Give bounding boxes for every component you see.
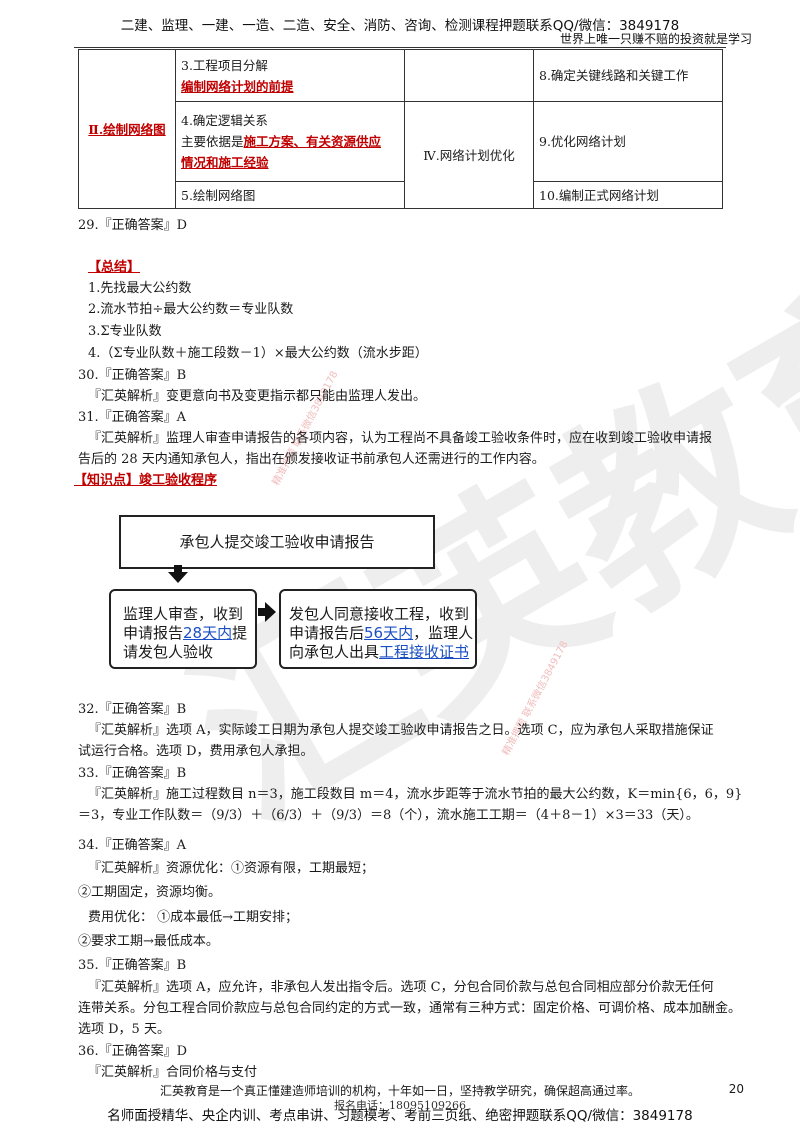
q34-analysis-line3: 费用优化： ①成本最低→工期安排； xyxy=(88,910,299,925)
step3-label: 3.工程项目分解 xyxy=(181,57,268,73)
q34-answer: 34.『正确答案』A xyxy=(78,838,187,853)
q34-analysis-line2: ②工期固定，资源均衡。 xyxy=(78,885,222,900)
step8-label: 8.确定关键线路和关键工作 xyxy=(539,68,689,83)
step3-note: 编制网络计划的前提 xyxy=(181,78,294,94)
q35-analysis-line1: 『汇英解析』选项 A，应允许，非承包人发出指令后。选项 C，分包合同价款与总包合… xyxy=(88,980,714,995)
summary-item-1: 1.先找最大公约数 xyxy=(88,281,192,296)
footer-phone: 报名电话：18095109266 xyxy=(334,1099,466,1112)
q33-analysis-line2: ＝3，专业工作队数＝（9/3）＋（6/3）＋（9/3）＝8（个），流水施工工期＝… xyxy=(78,808,699,823)
arrow-down-icon xyxy=(168,565,188,583)
step5-label: 5.绘制网络图 xyxy=(181,187,256,203)
flow-accept-certificate: 工程接收证书 xyxy=(379,643,470,661)
footer-slogan: 汇英教育是一个真正懂建造师培训的机构，十年如一日，坚持教学研究，确保超高通过率。 xyxy=(159,1084,640,1098)
page-number: 20 xyxy=(728,1082,744,1096)
q33-analysis-line1: 『汇英解析』施工过程数目 n＝3，施工段数目 m＝4，流水步距等于流水节拍的最大… xyxy=(88,787,743,802)
knowledge-point-title: 【知识点】竣工验收程序 xyxy=(74,473,218,488)
q36-analysis-line1: 『汇英解析』合同价格与支付 xyxy=(88,1065,258,1080)
q35-analysis-line2: 连带关系。分包工程合同价款应与总包合同约定的方式一致，通常有三种方式：固定价格、… xyxy=(78,1001,742,1016)
flow-accept-line1: 发包人同意接收工程，收到 xyxy=(289,605,470,623)
q32-analysis-line1: 『汇英解析』选项 A，实际竣工日期为承包人提交竣工验收申请报告之日。选项 C，应… xyxy=(88,723,714,738)
q34-analysis-line1: 『汇英解析』资源优化：①资源有限，工期最短； xyxy=(88,861,375,876)
table-cell-step8: 8.确定关键线路和关键工作 xyxy=(533,49,723,102)
step4-basis-2: 情况和施工经验 xyxy=(181,155,269,170)
q32-analysis-line2: 试运行合格。选项 D，费用承包人承担。 xyxy=(78,744,314,759)
q31-answer: 31.『正确答案』A xyxy=(78,410,187,425)
step9-label: 9.优化网络计划 xyxy=(539,134,626,149)
q29-answer: 29.『正确答案』D xyxy=(78,218,188,233)
step10-label: 10.编制正式网络计划 xyxy=(539,187,659,203)
network-plan-table: Ⅱ.绘制网络图 3.工程项目分解 编制网络计划的前提 8.确定关键线路和关键工作… xyxy=(78,49,723,209)
table-cell-step10: 10.编制正式网络计划 xyxy=(533,181,723,209)
flow-accept-deadline: 56天内 xyxy=(364,624,414,642)
table-cell-empty xyxy=(404,49,534,102)
q33-answer: 33.『正确答案』B xyxy=(78,766,187,781)
summary-item-4: 4.（Σ专业队数＋施工段数－1）×最大公约数（流水步距） xyxy=(88,346,428,361)
table-cell-step5: 5.绘制网络图 xyxy=(175,181,405,209)
flow-step-review: 监理人审查，收到 申请报告28天内提 请发包人验收 xyxy=(109,589,257,669)
header-divider xyxy=(74,47,726,48)
flow-review-line2-suffix: 提 xyxy=(232,624,248,642)
flow-step-submit-text: 承包人提交竣工验收申请报告 xyxy=(179,532,375,551)
q31-analysis-line2: 告后的 28 天内通知承包人，指出在颁发接收证书前承包人还需进行的工作内容。 xyxy=(78,452,545,467)
step4-basis-1: 施工方案、有关资源供应 xyxy=(243,134,382,149)
q31-analysis-line1: 『汇英解析』监理人审查申请报告的各项内容，认为工程尚不具备竣工验收条件时，应在收… xyxy=(88,431,713,446)
flow-accept-line2-prefix: 申请报告后 xyxy=(289,624,365,642)
q35-answer: 35.『正确答案』B xyxy=(78,958,187,973)
q32-answer: 32.『正确答案』B xyxy=(78,702,187,717)
section2-label: Ⅱ.绘制网络图 xyxy=(88,121,166,137)
table-cell-step3: 3.工程项目分解 编制网络计划的前提 xyxy=(175,49,405,102)
page-header-title: 二建、监理、一建、一造、二造、安全、消防、咨询、检测课程押题联系QQ/微信：38… xyxy=(120,18,680,34)
footer-contact: 名师面授精华、央企内训、考点串讲、习题模考、考前三页纸、绝密押题联系QQ/微信：… xyxy=(107,1108,693,1124)
q34-analysis-line4: ②要求工期→最低成本。 xyxy=(78,934,219,949)
step4-prefix: 主要依据是 xyxy=(181,134,244,149)
section4-label: Ⅳ.网络计划优化 xyxy=(423,147,515,163)
flow-accept-line3-prefix: 向承包人出具 xyxy=(289,643,380,661)
summary-title: 【总结】 xyxy=(88,260,141,275)
q30-answer: 30.『正确答案』B xyxy=(78,368,187,383)
flow-step-submit: 承包人提交竣工验收申请报告 xyxy=(119,515,435,569)
q36-answer: 36.『正确答案』D xyxy=(78,1044,188,1059)
table-cell-step9: 9.优化网络计划 xyxy=(533,101,723,182)
page-header-subtitle: 世界上唯一只赚不赔的投资就是学习 xyxy=(559,32,752,46)
step4-label: 4.确定逻辑关系 xyxy=(181,113,268,128)
q35-analysis-line3: 选项 D，5 天。 xyxy=(78,1022,170,1037)
table-cell-section4: Ⅳ.网络计划优化 xyxy=(404,101,534,209)
flow-accept-line2-suffix: ，监理人 xyxy=(413,624,474,642)
flow-review-line3: 请发包人验收 xyxy=(123,643,214,661)
table-cell-section2: Ⅱ.绘制网络图 xyxy=(78,49,176,209)
flow-review-line1: 监理人审查，收到 xyxy=(123,605,244,623)
arrow-right-icon xyxy=(258,602,276,622)
summary-item-3: 3.Σ专业队数 xyxy=(88,324,162,339)
table-cell-step4: 4.确定逻辑关系 主要依据是施工方案、有关资源供应 情况和施工经验 xyxy=(175,101,405,182)
flow-review-deadline: 28天内 xyxy=(183,624,233,642)
summary-item-2: 2.流水节拍÷最大公约数＝专业队数 xyxy=(88,302,294,317)
flow-review-line2-prefix: 申请报告 xyxy=(123,624,184,642)
q30-analysis: 『汇英解析』变更意向书及变更指示都只能由监理人发出。 xyxy=(88,389,427,404)
flow-step-accept: 发包人同意接收工程，收到 申请报告后56天内，监理人 向承包人出具工程接收证书 xyxy=(279,589,477,669)
